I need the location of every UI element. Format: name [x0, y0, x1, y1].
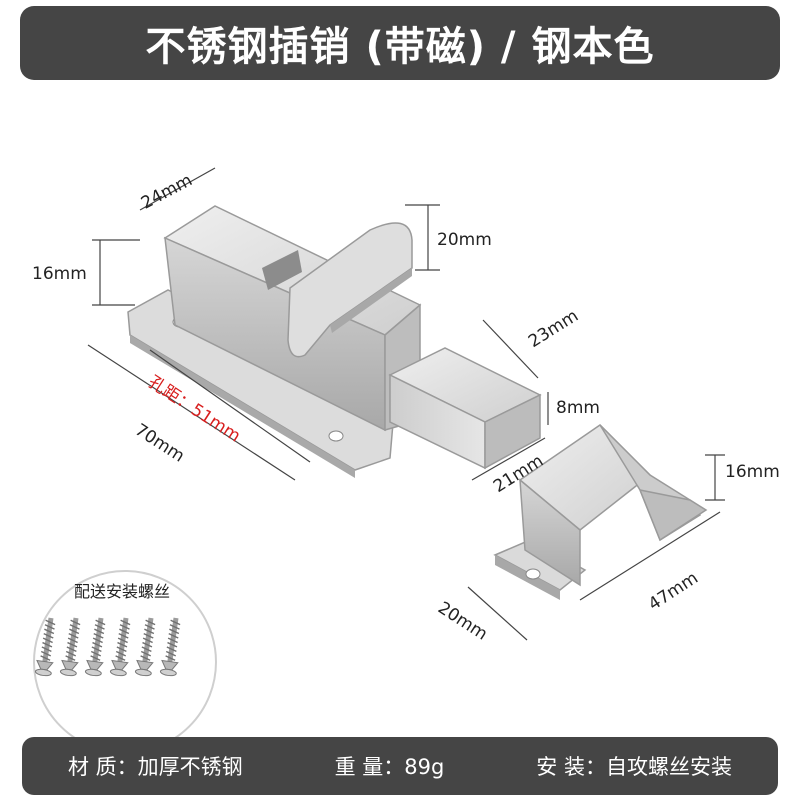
screw: [34, 617, 56, 677]
dimension-lines: [87, 167, 725, 641]
latch-handle: [287, 222, 413, 358]
screw: [109, 617, 131, 677]
spec-weight: 重 量：89g: [334, 755, 445, 779]
screw: [59, 617, 81, 677]
spec-install: 安 装：自攻螺丝安装: [536, 755, 732, 779]
screw: [159, 617, 181, 677]
screws-illustration: [34, 617, 181, 677]
dim-height-body: 16mm: [32, 264, 87, 284]
title-bar: 不锈钢插销 (带磁) / 钢本色: [20, 6, 780, 80]
dim-handle-height: 20mm: [437, 230, 492, 250]
dim-catch-height: 16mm: [725, 462, 780, 482]
latch-catch: [493, 424, 708, 600]
page-title: 不锈钢插销 (带磁) / 钢本色: [145, 24, 655, 70]
dim-bolt-thickness: 8mm: [556, 398, 600, 418]
screw: [84, 617, 106, 677]
spec-material: 材 质：加厚不锈钢: [67, 755, 243, 779]
spec-bar: 材 质：加厚不锈钢 重 量：89g 安 装：自攻螺丝安装: [22, 737, 778, 795]
latch-bolt: [388, 347, 542, 470]
screw: [134, 617, 156, 677]
screws-label: 配送安装螺丝: [73, 582, 170, 601]
